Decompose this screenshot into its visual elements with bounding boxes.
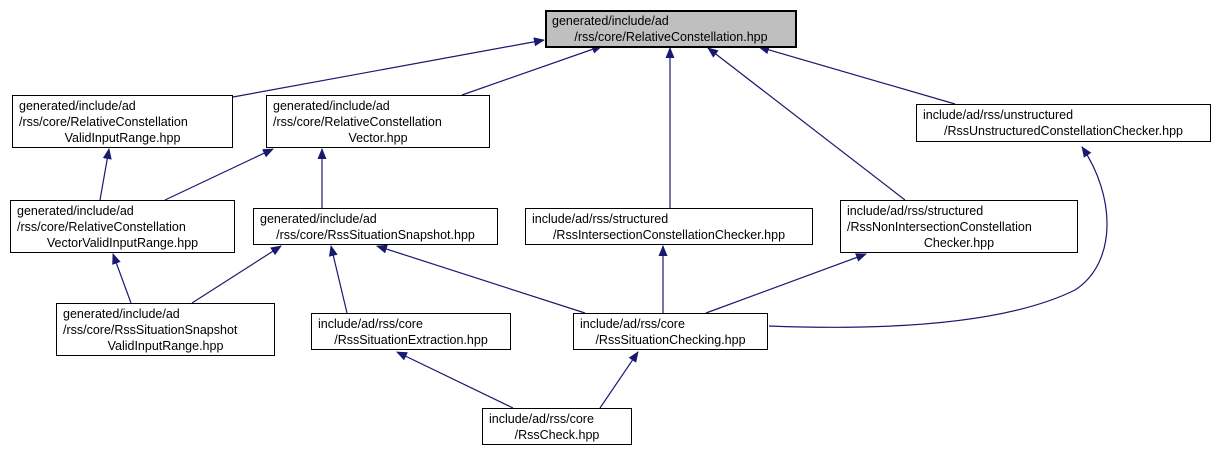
node-rss-situation-extraction[interactable]: include/ad/rss/core /RssSituationExtract…	[311, 313, 511, 350]
node-rss-situation-snapshot-valid-input-range[interactable]: generated/include/ad /rss/core/RssSituat…	[56, 303, 275, 356]
node-label-line: /rss/core/RelativeConstellation	[273, 115, 442, 129]
edge-unstructuredchecker-to-root-arrow	[758, 45, 956, 105]
edge-rsscheck-to-checking-arrow	[599, 351, 639, 409]
node-label-line: generated/include/ad	[260, 212, 377, 226]
edge-checking-to-snapshot-arrow	[376, 244, 586, 314]
node-label-line: Checker.hpp	[923, 236, 995, 250]
node-rss-check[interactable]: include/ad/rss/core /RssCheck.hpp	[482, 408, 632, 445]
edge-snapshotvalidinputrange-to-snapshot-arrow	[191, 245, 282, 304]
node-label-line: /RssSituationExtraction.hpp	[334, 333, 488, 347]
node-label-line: /rss/core/RssSituationSnapshot.hpp	[276, 228, 475, 242]
edge-rsscheck-to-extraction-arrow	[396, 351, 514, 409]
node-rss-situation-snapshot[interactable]: generated/include/ad /rss/core/RssSituat…	[253, 208, 498, 245]
node-label-line: VectorValidInputRange.hpp	[46, 236, 199, 250]
node-label-line: include/ad/rss/structured	[847, 204, 984, 218]
node-label-line: /rss/core/RelativeConstellation	[19, 115, 188, 129]
edge-checking-to-unstructuredchecker-arrow	[768, 146, 1108, 328]
node-label-line: generated/include/ad	[17, 204, 134, 218]
node-label-line: generated/include/ad	[273, 99, 390, 113]
edge-snapshotvalidinputrange-to-vectorvalidinputrange-arrow	[112, 253, 132, 304]
node-label-line: /rss/core/RelativeConstellation	[17, 220, 186, 234]
node-rss-intersection-constellation-checker[interactable]: include/ad/rss/structured /RssIntersecti…	[525, 208, 813, 245]
edge-checking-to-nonintersectionchecker-arrow	[705, 253, 867, 314]
node-relative-constellation: generated/include/ad /rss/core/RelativeC…	[545, 10, 797, 48]
node-label-line: /RssUnstructuredConstellationChecker.hpp	[943, 124, 1183, 138]
node-label-line: Vector.hpp	[348, 131, 408, 145]
edge-extraction-to-snapshot-arrow	[328, 245, 348, 314]
node-relative-constellation-vector-valid-input-range[interactable]: generated/include/ad /rss/core/RelativeC…	[10, 200, 235, 253]
edge-vector-to-root-arrow	[461, 45, 603, 96]
node-label-line: /RssIntersectionConstellationChecker.hpp	[552, 228, 786, 242]
node-label-line: include/ad/rss/core	[580, 317, 685, 331]
edge-validinputrange-to-root-arrow	[232, 37, 545, 98]
node-label-line: generated/include/ad	[19, 99, 136, 113]
node-relative-constellation-vector[interactable]: generated/include/ad /rss/core/RelativeC…	[266, 95, 490, 148]
node-label-line: /RssSituationChecking.hpp	[595, 333, 746, 347]
node-label-line: /RssNonIntersectionConstellation	[847, 220, 1032, 234]
node-label-line: generated/include/ad	[63, 307, 180, 321]
node-label-line: /rss/core/RelativeConstellation.hpp	[574, 30, 768, 44]
node-label-line: generated/include/ad	[552, 14, 669, 28]
edge-vectorvalidinputrange-to-vector-arrow	[164, 148, 274, 201]
node-label-line: include/ad/rss/core	[318, 317, 423, 331]
node-rss-non-intersection-constellation-checker[interactable]: include/ad/rss/structured /RssNonInterse…	[840, 200, 1078, 253]
node-rss-unstructured-constellation-checker[interactable]: include/ad/rss/unstructured /RssUnstruct…	[916, 104, 1211, 142]
node-label-line: ValidInputRange.hpp	[64, 131, 181, 145]
node-label-line: include/ad/rss/core	[489, 412, 594, 426]
edge-vectorvalidinputrange-to-validinputrange-arrow	[99, 148, 112, 201]
node-label-line: include/ad/rss/structured	[532, 212, 669, 226]
edge-nonintersectionchecker-to-root-arrow	[707, 47, 906, 201]
node-label-line: include/ad/rss/unstructured	[923, 108, 1074, 122]
node-relative-constellation-valid-input-range[interactable]: generated/include/ad /rss/core/RelativeC…	[12, 95, 233, 148]
node-label-line: ValidInputRange.hpp	[107, 339, 224, 353]
node-label-line: /rss/core/RssSituationSnapshot	[63, 323, 238, 337]
node-label-line: /RssCheck.hpp	[514, 428, 600, 442]
node-rss-situation-checking[interactable]: include/ad/rss/core /RssSituationCheckin…	[573, 313, 768, 350]
